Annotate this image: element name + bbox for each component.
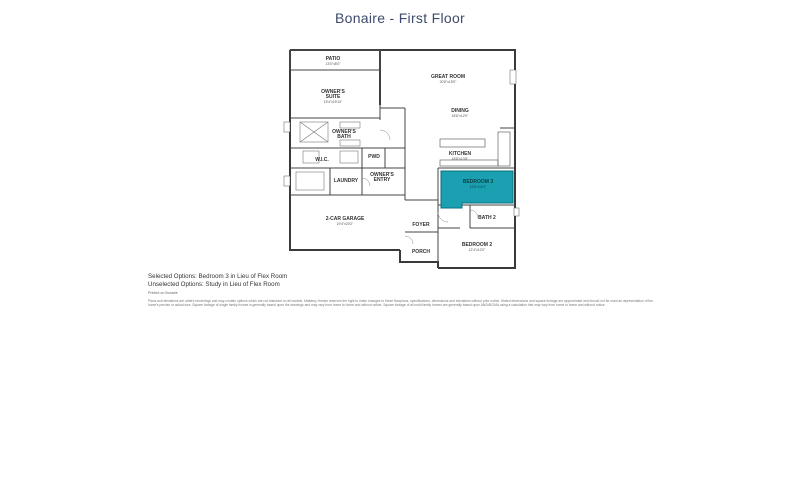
door-swings xyxy=(361,129,479,245)
room-label-patio: PATIO xyxy=(326,56,341,62)
room-label-owners-suite-1: OWNER'S xyxy=(321,89,345,95)
room-label-owners-suite-2: SUITE xyxy=(326,94,341,100)
room-label-dining: DINING xyxy=(451,108,469,114)
room-label-foyer: FOYER xyxy=(412,222,430,228)
room-label-owners-entry-2: ENTRY xyxy=(374,177,391,183)
room-dim-patio: 13'0"x8'0" xyxy=(326,62,342,66)
room-label-garage: 2-CAR GARAGE xyxy=(326,216,365,222)
room-label-bedroom-3: BEDROOM 3 xyxy=(463,179,494,185)
room-label-bedroom-2: BEDROOM 2 xyxy=(462,242,493,248)
room-dim-great-room: 20'8"x15'9" xyxy=(440,80,458,84)
room-label-owners-entry-1: OWNER'S xyxy=(370,172,394,178)
room-dim-dining: 18'8"x12'0" xyxy=(452,114,470,118)
room-dim-garage: 19'4"x20'2" xyxy=(337,222,355,226)
bath-fixtures xyxy=(295,121,361,191)
room-label-owners-bath-2: BATH xyxy=(337,134,351,140)
room-label-wic: W.I.C. xyxy=(315,157,329,163)
room-label-kitchen: KITCHEN xyxy=(449,151,472,157)
room-label-porch: PORCH xyxy=(412,249,430,255)
selected-options: Selected Options: Bedroom 3 in Lieu of F… xyxy=(148,273,288,280)
room-label-great-room: GREAT ROOM xyxy=(431,74,465,80)
disclaimer-text: Plans and elevations are artist's render… xyxy=(148,299,653,308)
kitchen-counters xyxy=(439,131,511,167)
room-label-bath-2: BATH 2 xyxy=(478,215,496,221)
room-label-owners-bath-1: OWNER'S xyxy=(332,129,356,135)
room-dim-bedroom-2: 12'4"x12'0" xyxy=(469,248,487,252)
printed-note: Printed on Bonaire xyxy=(148,291,178,295)
interior-walls xyxy=(290,69,515,262)
room-dim-owners-suite: 15'4"x15'10" xyxy=(324,100,343,104)
room-dim-bedroom-3: 12'6"x11'0" xyxy=(470,185,487,189)
unselected-options: Unselected Options: Study in Lieu of Fle… xyxy=(148,281,280,288)
plan-title: Bonaire - First Floor xyxy=(335,10,465,26)
options-notes: Selected Options: Bedroom 3 in Lieu of F… xyxy=(148,273,668,307)
window-markers xyxy=(283,69,520,217)
room-label-laundry: LAUNDRY xyxy=(334,178,359,184)
bedroom-3-highlight xyxy=(440,170,514,209)
room-dim-kitchen: 18'8"x13'8" xyxy=(452,157,470,161)
room-label-pwd: PWD xyxy=(368,154,380,160)
